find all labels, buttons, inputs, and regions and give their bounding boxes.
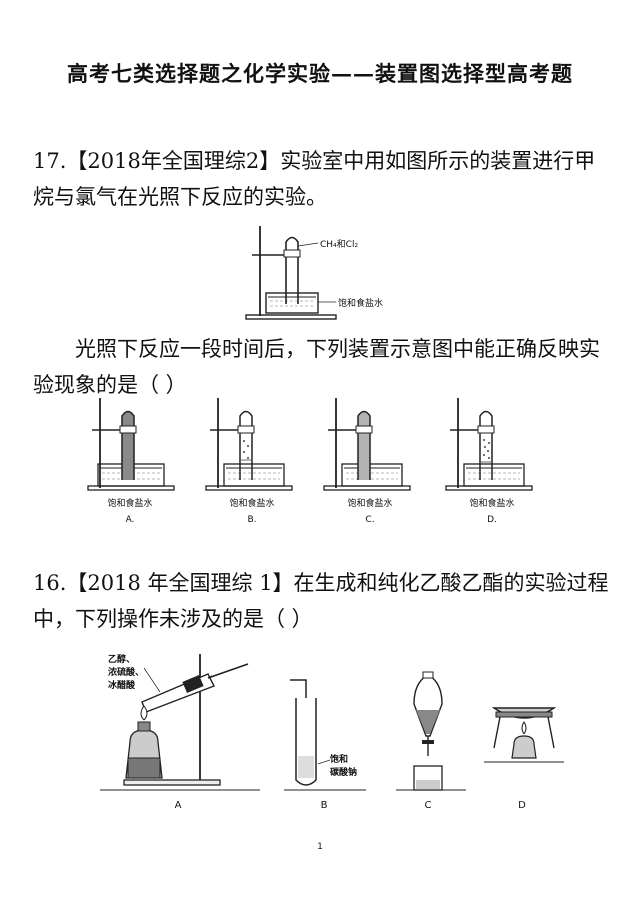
option-c-caption: 饱和食盐水 xyxy=(347,497,392,509)
stand-base xyxy=(245,314,337,320)
q17-question: 光照下反应一段时间后，下列装置示意图中能正确反映实验现象的是（ ） xyxy=(33,331,613,403)
q16-figure-c: C xyxy=(396,671,466,811)
q17-question-text: 光照下反应一段时间后，下列装置示意图中能正确反映实验现象的是（ ） xyxy=(33,337,600,397)
page-title: 高考七类选择题之化学实验——装置图选择型高考题 xyxy=(67,61,573,86)
solution-label-2: 碳酸钠 xyxy=(330,766,357,778)
reagent-2: 浓硫酸、 xyxy=(108,666,144,678)
test-tube xyxy=(285,236,299,304)
option-b-caption: 饱和食盐水 xyxy=(229,497,274,509)
q17-option-c: 饱和食盐水 C. xyxy=(323,398,411,525)
q17-stem: 17.【2018年全国理综2】实验室中用如图所示的装置进行甲烷与氯气在光照下反应… xyxy=(33,143,613,215)
burner xyxy=(511,735,537,759)
q17-stem-text: 17.【2018年全国理综2】实验室中用如图所示的装置进行甲烷与氯气在光照下反应… xyxy=(33,149,596,209)
option-d-letter: D. xyxy=(487,515,497,525)
figure-d-letter: D xyxy=(518,800,526,811)
solution-label: 饱和食盐水 xyxy=(338,297,383,309)
q16-figure-b: 饱和 碳酸钠 B xyxy=(284,679,366,811)
option-d-caption: 饱和食盐水 xyxy=(469,497,514,509)
option-b-letter: B. xyxy=(247,515,256,525)
figure-b-letter: B xyxy=(321,800,328,811)
option-a-caption: 饱和食盐水 xyxy=(107,497,152,509)
figure-a-letter: A xyxy=(175,800,182,811)
q16-stem-text: 16.【2018 年全国理综 1】在生成和纯化乙酸乙酯的实验过程中，下列操作未涉… xyxy=(33,571,609,631)
page-number: 1 xyxy=(317,842,323,852)
q16-stem: 16.【2018 年全国理综 1】在生成和纯化乙酸乙酯的实验过程中，下列操作未涉… xyxy=(33,565,613,637)
option-c-letter: C. xyxy=(365,515,374,525)
q16-figure-d: D xyxy=(484,707,564,811)
trough xyxy=(265,292,319,314)
q16-figure-a: 乙醇、 浓硫酸、 冰醋酸 A xyxy=(100,653,260,811)
test-tube-tilted xyxy=(141,673,215,713)
q17-option-b: 饱和食盐水 B. xyxy=(205,398,293,525)
q17-setup-figure: CH₄和Cl₂ 饱和食盐水 xyxy=(245,226,383,320)
q17-option-d: 饱和食盐水 D. xyxy=(445,398,533,525)
reagent-1: 乙醇、 xyxy=(108,653,135,665)
gas-label: CH₄和Cl₂ xyxy=(320,239,358,250)
solution-label-1: 饱和 xyxy=(330,753,348,765)
reagent-3: 冰醋酸 xyxy=(108,679,136,691)
q17-option-a: 饱和食盐水 A. xyxy=(87,398,175,525)
figure-c-letter: C xyxy=(425,800,432,811)
option-a-letter: A. xyxy=(126,515,135,525)
